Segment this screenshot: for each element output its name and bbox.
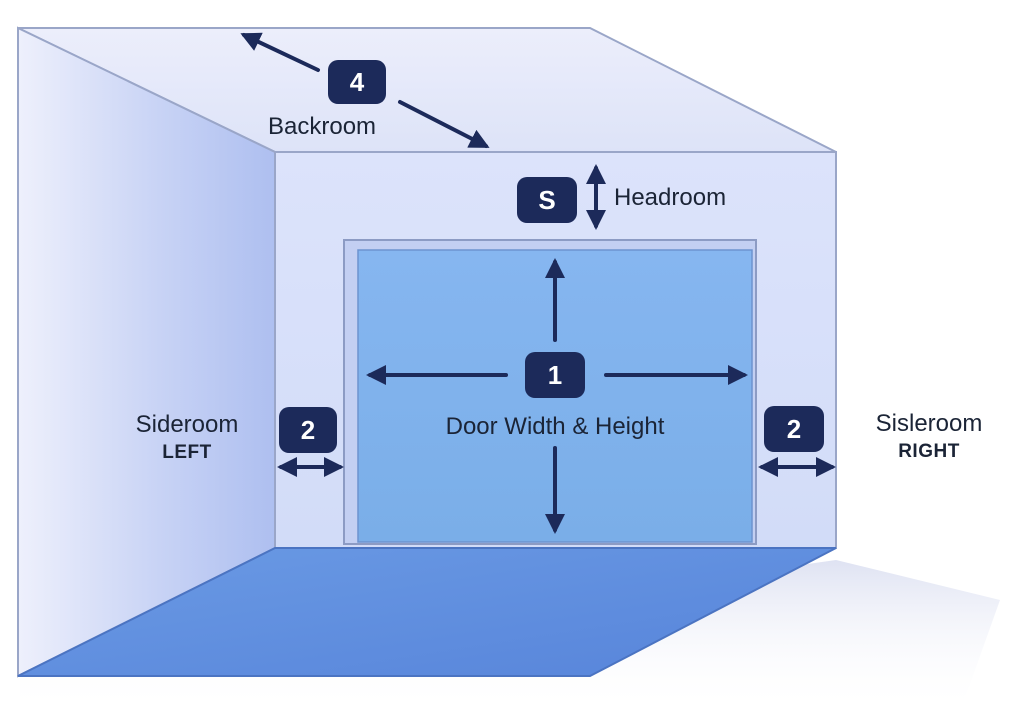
door-badge-number: 1 (548, 360, 562, 390)
headroom-badge: S (517, 177, 577, 223)
sideroom-right-badge-number: 2 (787, 414, 801, 444)
headroom-badge-number: S (538, 185, 555, 215)
sideroom-left-badge-number: 2 (301, 415, 315, 445)
floor-panel (17, 547, 837, 677)
door-badge: 1 (525, 352, 585, 398)
sideroom-left-sublabel: LEFT (162, 442, 212, 463)
backroom-badge-number: 4 (350, 67, 365, 97)
sideroom-left-badge: 2 (279, 407, 337, 453)
sideroom-right-sublabel: RIGHT (898, 441, 960, 462)
sideroom-left-label: Sideroom (136, 411, 239, 438)
sideroom-right-badge: 2 (764, 406, 824, 452)
headroom-label: Headroom (614, 184, 726, 211)
backroom-badge: 4 (328, 60, 386, 104)
sideroom-right-label: Sisleroom (876, 410, 983, 437)
backroom-arrow-lower (398, 100, 490, 148)
door-label: Door Width & Height (446, 413, 665, 440)
backroom-arrow-upper (240, 32, 320, 72)
backroom-label: Backroom (268, 113, 376, 140)
